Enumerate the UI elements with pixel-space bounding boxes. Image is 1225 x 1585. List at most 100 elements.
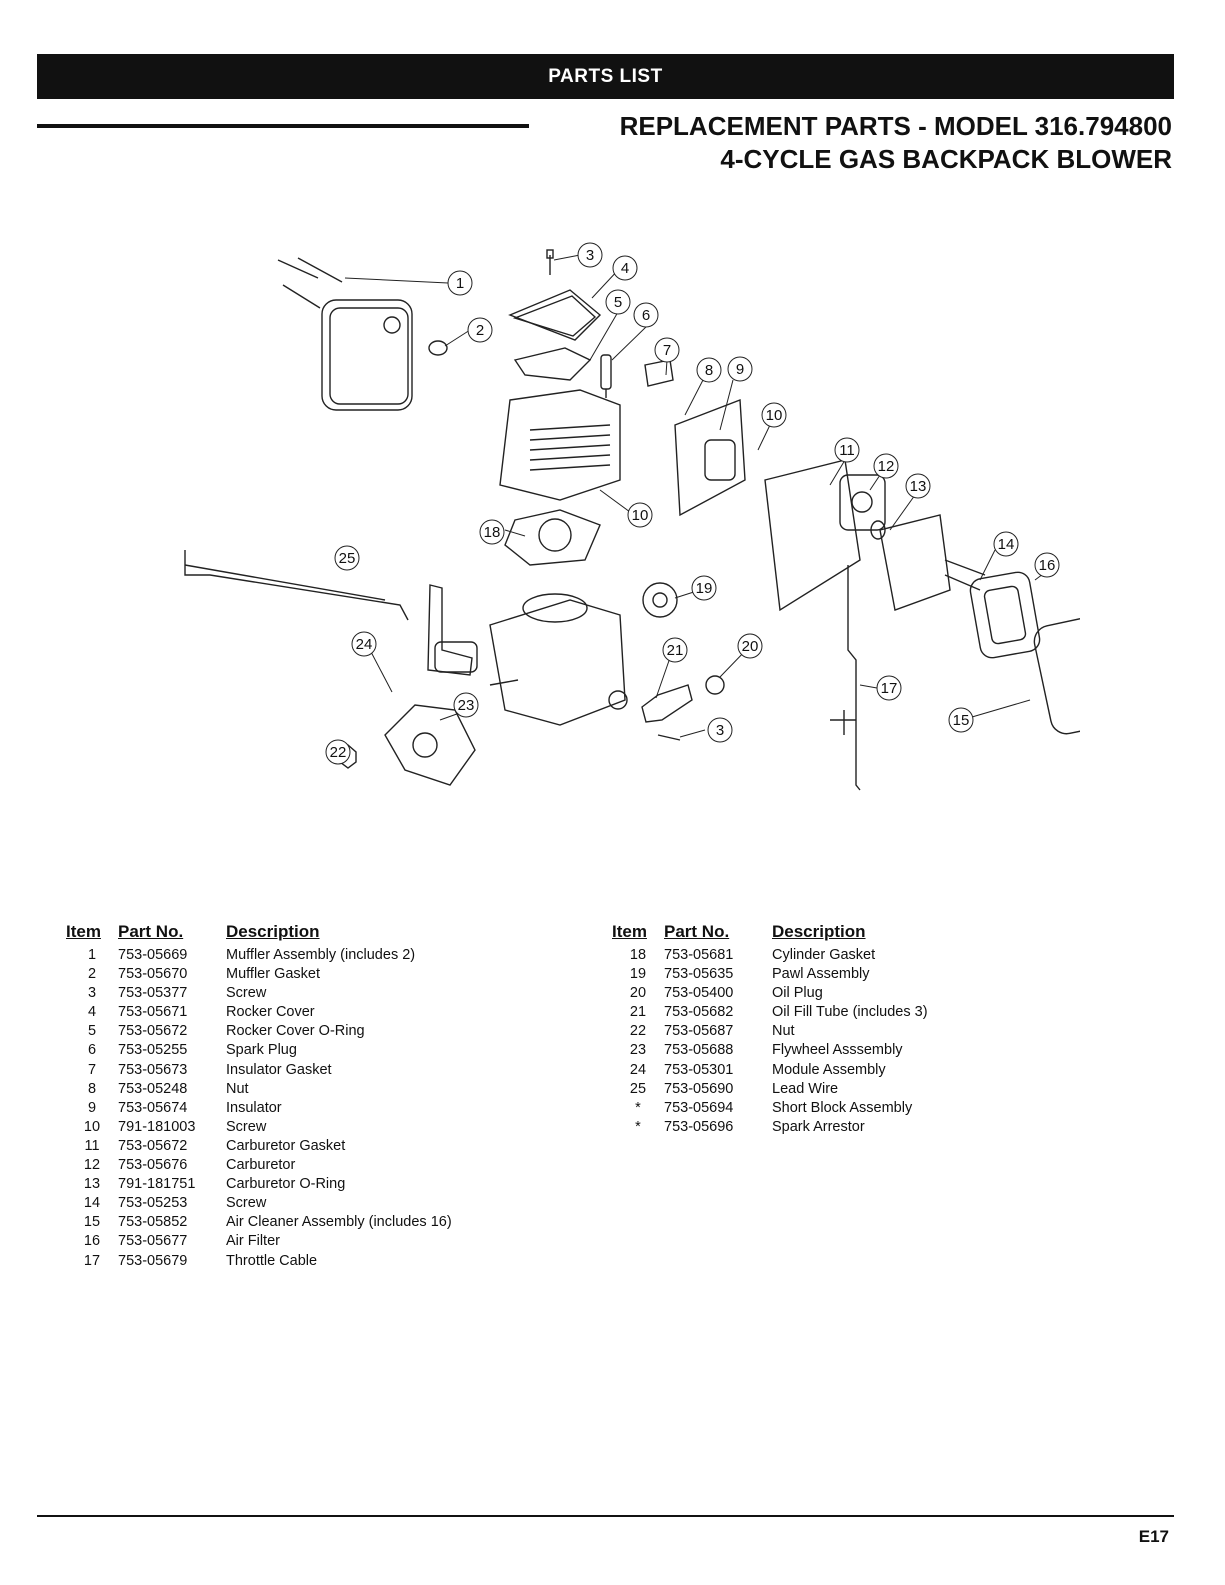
- banner-title: PARTS LIST: [548, 65, 663, 87]
- part-description: Spark Arrestor: [772, 1118, 865, 1135]
- part-number: 753-05670: [118, 966, 188, 983]
- header-description: Description: [772, 922, 866, 941]
- svg-text:25: 25: [339, 550, 356, 567]
- svg-text:11: 11: [839, 442, 855, 459]
- cylinder-gasket-drawing: [504, 509, 601, 566]
- item-number: *: [635, 1099, 641, 1116]
- part-number: 753-05672: [118, 1023, 188, 1040]
- item-number: 8: [87, 1080, 97, 1097]
- item-number: 25: [629, 1080, 647, 1097]
- part-number: 753-05248: [118, 1080, 188, 1097]
- part-description: Muffler Assembly (includes 2): [226, 947, 416, 963]
- callout-14: 14: [993, 531, 1019, 557]
- item-number: 16: [83, 1233, 101, 1250]
- part-description: Oil Fill Tube (includes 3): [772, 1004, 928, 1021]
- carburetor-plate-drawing: [764, 459, 886, 612]
- part-number: 753-05681: [664, 947, 734, 963]
- part-number: 753-05671: [118, 1004, 188, 1021]
- header-item: Item: [66, 922, 101, 941]
- part-number: 753-05682: [664, 1004, 734, 1021]
- header-description: Description: [226, 922, 320, 941]
- callout-7: 7: [654, 337, 680, 363]
- svg-text:3: 3: [586, 247, 594, 264]
- part-number: 753-05696: [664, 1118, 734, 1135]
- svg-text:23: 23: [458, 697, 475, 714]
- svg-text:9: 9: [736, 361, 744, 378]
- part-description: Spark Plug: [226, 1042, 297, 1059]
- part-number: 753-05679: [118, 1252, 188, 1269]
- svg-text:13: 13: [910, 478, 927, 495]
- part-description: Oil Plug: [772, 985, 823, 1002]
- part-description: Carburetor: [226, 1157, 296, 1174]
- callout-11: 11: [834, 437, 860, 463]
- part-description: Screw: [226, 1195, 267, 1212]
- part-description: Carburetor Gasket: [226, 1137, 346, 1154]
- callout-13: 13: [905, 473, 931, 499]
- part-number: 753-05377: [118, 985, 188, 1002]
- part-description: Pawl Assembly: [772, 966, 870, 983]
- item-number: 9: [87, 1099, 97, 1116]
- title-line-2: 4-CYCLE GAS BACKPACK BLOWER: [720, 144, 1172, 174]
- crankcase-drawing: [489, 593, 628, 726]
- item-number: 5: [87, 1023, 97, 1040]
- svg-text:14: 14: [998, 536, 1015, 553]
- header-part-no: Part No.: [664, 922, 730, 941]
- table-row: 8 753-05248 Nut: [66, 1080, 526, 1099]
- part-number: 753-05253: [118, 1195, 188, 1212]
- part-description: Carburetor O-Ring: [226, 1176, 346, 1193]
- footer-rule: [37, 1515, 1174, 1517]
- part-description: Nut: [772, 1023, 795, 1040]
- callout-16: 16: [1034, 552, 1060, 578]
- oil-fill-tube-drawing: [641, 675, 725, 741]
- callout-19: 19: [691, 575, 717, 601]
- page-title: REPLACEMENT PARTS - MODEL 316.794800 4-C…: [620, 110, 1172, 176]
- svg-text:2: 2: [476, 322, 484, 339]
- insulator-drawing: [644, 359, 746, 517]
- part-number: 753-05852: [118, 1214, 188, 1231]
- callout-23: 23: [453, 692, 479, 718]
- muffler-drawing: [277, 257, 448, 411]
- part-number: 753-05674: [118, 1099, 188, 1116]
- throttle-cable-drawing: [830, 565, 861, 791]
- callout-5: 5: [605, 289, 631, 315]
- svg-text:21: 21: [667, 642, 684, 659]
- item-number: 19: [629, 966, 647, 983]
- parts-table-header: Item Part No. Description: [66, 922, 526, 946]
- part-number: 753-05635: [664, 966, 734, 983]
- item-number: 22: [629, 1023, 647, 1040]
- item-number: 4: [87, 1004, 97, 1021]
- item-number: 20: [629, 985, 647, 1002]
- part-description: Nut: [226, 1080, 249, 1097]
- part-number: 791-181751: [118, 1176, 196, 1193]
- part-number: 753-05301: [664, 1061, 734, 1078]
- part-description: Module Assembly: [772, 1061, 886, 1078]
- svg-text:15: 15: [953, 712, 970, 729]
- callout-18: 18: [479, 519, 505, 545]
- svg-text:20: 20: [742, 638, 759, 655]
- callout-10-left: 10: [627, 502, 653, 528]
- title-line-1: REPLACEMENT PARTS - MODEL 316.794800: [619, 111, 1172, 141]
- svg-text:19: 19: [696, 580, 713, 597]
- item-number: 15: [83, 1214, 101, 1231]
- item-number: 21: [629, 1004, 647, 1021]
- part-number: 753-05687: [664, 1023, 734, 1040]
- part-description: Throttle Cable: [226, 1252, 318, 1269]
- part-number: 753-05255: [118, 1042, 188, 1059]
- callout-22: 22: [325, 739, 351, 765]
- svg-text:8: 8: [705, 362, 713, 379]
- item-number: 23: [629, 1042, 647, 1059]
- item-number: 7: [87, 1061, 97, 1078]
- part-description: Air Cleaner Assembly (includes 16): [226, 1214, 452, 1231]
- svg-text:17: 17: [881, 680, 898, 697]
